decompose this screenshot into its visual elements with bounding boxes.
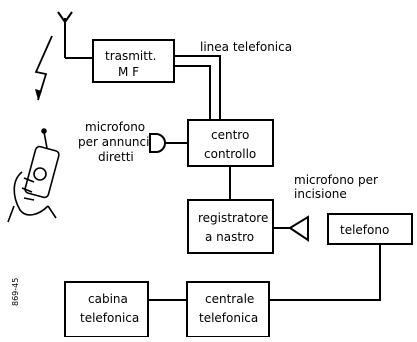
handheld-radio-icon (7, 128, 60, 223)
microphone-icon (149, 133, 188, 153)
booth-box (64, 281, 149, 338)
record-mic-label-1: microfono per (294, 173, 378, 187)
recording-mic-icon (273, 215, 309, 242)
phone-line-connector (174, 55, 221, 120)
telephone-box (327, 213, 413, 245)
recorder-label-2: a nastro (205, 230, 254, 244)
recorder-label-1: registratore (198, 211, 268, 225)
control-label-2: controllo (204, 147, 256, 161)
phone-line-label: linea telefonica (200, 40, 292, 54)
figure-code: 869-45 (11, 278, 20, 306)
telephone-label: telefono (340, 223, 389, 237)
booth-label-2: telefonica (80, 311, 139, 325)
announce-mic-label-2: per annunci (78, 135, 149, 149)
transmitter-box (92, 39, 175, 83)
announce-mic-label-1: microfono (85, 120, 145, 134)
booth-label-1: cabina (88, 292, 128, 306)
transmitter-label-1: trasmitt. (105, 49, 157, 63)
lightning-signal-icon (34, 35, 53, 101)
control-label-1: centro (211, 128, 249, 142)
exchange-label-2: telefonica (199, 311, 258, 325)
exchange-label-1: centrale (205, 292, 254, 306)
recorder-box (187, 199, 274, 254)
announce-mic-label-3: diretti (98, 150, 134, 164)
exchange-box (186, 281, 270, 338)
record-mic-label-2: incisione (294, 187, 347, 201)
transmitter-label-2: M F (118, 65, 139, 79)
telephone-line-connector (320, 244, 381, 301)
antenna-icon (57, 11, 93, 59)
